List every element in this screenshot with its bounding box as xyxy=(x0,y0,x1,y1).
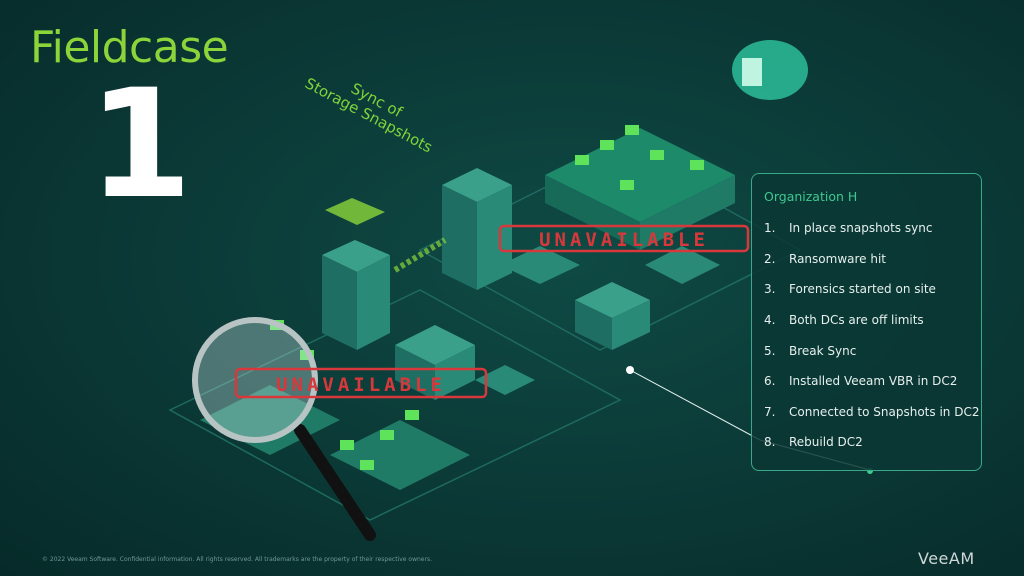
item-text: In place snapshots sync xyxy=(789,221,933,235)
callout-dot xyxy=(626,366,634,374)
item-text: Connected to Snapshots in DC2 xyxy=(789,405,980,419)
unavailable-stamp-dc2: UNAVAILABLE xyxy=(498,224,750,253)
list-item: 3. Forensics started on site xyxy=(764,282,936,296)
cloud-icon xyxy=(732,40,808,100)
veeam-logo: VeeAM xyxy=(918,549,975,568)
item-number: 8. xyxy=(764,435,776,449)
item-number: 3. xyxy=(764,282,776,296)
slide-title: Fieldcase xyxy=(30,22,229,73)
panel-heading: Organization H xyxy=(764,189,858,204)
item-text: Ransomware hit xyxy=(789,252,886,266)
item-number: 5. xyxy=(764,344,776,358)
list-item: 8. Rebuild DC2 xyxy=(764,435,863,449)
unavailable-stamp-text: UNAVAILABLE xyxy=(539,229,709,251)
magnifier-icon xyxy=(192,317,376,541)
list-item: 6. Installed Veeam VBR in DC2 xyxy=(764,374,957,388)
fieldcase-number: 1 xyxy=(88,58,193,232)
list-item: 2. Ransomware hit xyxy=(764,252,886,266)
item-number: 7. xyxy=(764,405,776,419)
sync-link xyxy=(393,237,447,273)
unavailable-stamp-text: UNAVAILABLE xyxy=(276,374,446,396)
dc2-block xyxy=(500,125,735,350)
item-text: Both DCs are off limits xyxy=(789,313,924,327)
item-number: 1. xyxy=(764,221,776,235)
item-text: Installed Veeam VBR in DC2 xyxy=(789,374,958,388)
unavailable-stamp-dc1: UNAVAILABLE xyxy=(234,367,488,399)
item-number: 4. xyxy=(764,313,776,327)
organization-panel: Organization H 1. In place snapshots sync… xyxy=(751,173,982,471)
list-item: 1. In place snapshots sync xyxy=(764,221,932,235)
item-text: Rebuild DC2 xyxy=(789,435,863,449)
item-text: Break Sync xyxy=(789,344,857,358)
item-number: 2. xyxy=(764,252,776,266)
list-item: 7. Connected to Snapshots in DC2 xyxy=(764,405,979,419)
item-text: Forensics started on site xyxy=(789,282,936,296)
server-tower-middle xyxy=(442,168,512,290)
server-tower-left xyxy=(322,198,390,350)
list-item: 4. Both DCs are off limits xyxy=(764,313,924,327)
list-item: 5. Break Sync xyxy=(764,344,856,358)
item-number: 6. xyxy=(764,374,776,388)
footer-copyright: © 2022 Veeam Software. Confidential info… xyxy=(42,556,432,563)
